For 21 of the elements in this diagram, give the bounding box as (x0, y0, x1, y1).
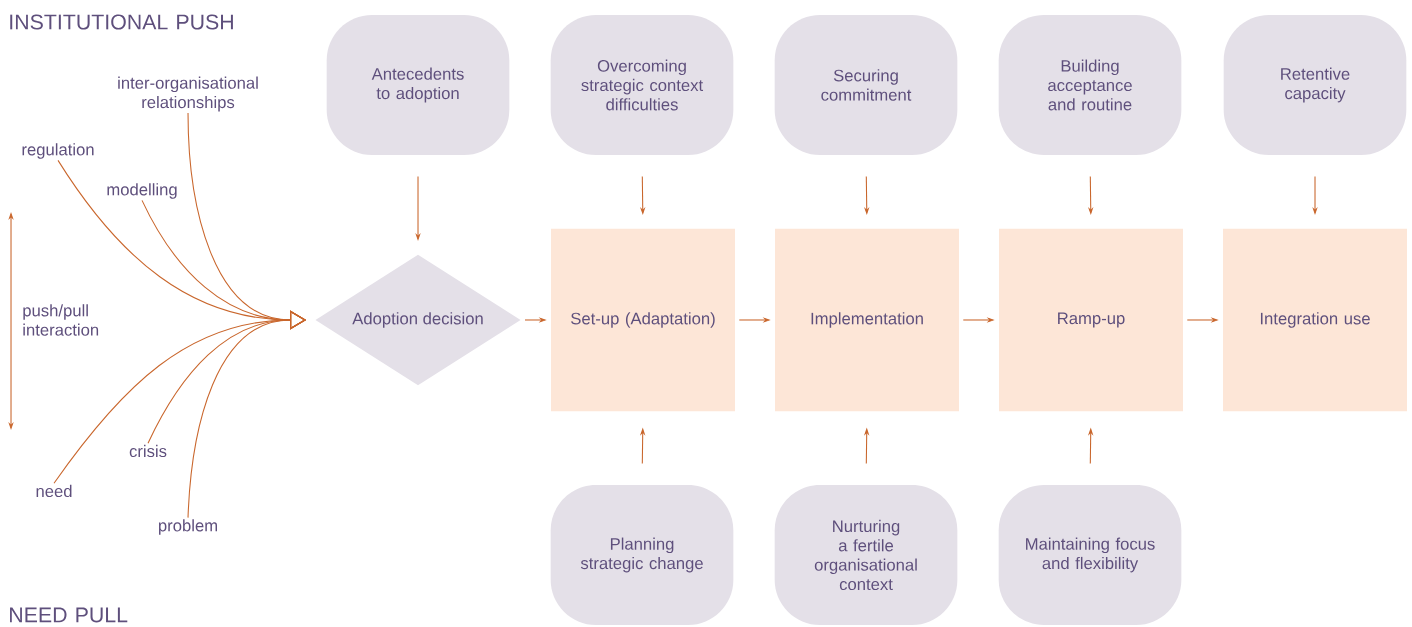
text-label: push/pull interaction (23, 304, 99, 336)
process-box: Implementation (775, 228, 959, 412)
text-label: crisis (129, 444, 167, 458)
rounded-box: Building acceptance and routine (998, 15, 1182, 155)
text-label: inter-organisational relationships (118, 76, 258, 112)
process-box: Set-up (Adaptation) (551, 228, 735, 412)
rounded-box: Maintaining focus and flexibility (998, 485, 1182, 625)
process-box: Integration use (1223, 228, 1407, 412)
rounded-box: Securing commitment (774, 15, 958, 155)
text-label: regulation (22, 143, 94, 159)
text-label: problem (158, 519, 217, 535)
rounded-box: Retentive capacity (1223, 15, 1407, 155)
text-label: need (36, 484, 72, 498)
process-box: Ramp-up (999, 228, 1183, 412)
text-label: modelling (107, 183, 177, 199)
text-label: INSTITUTIONAL PUSH (10, 14, 233, 30)
text-label: NEED PULL (10, 607, 128, 623)
rounded-box: Nurturing a fertile organisational context (774, 485, 958, 625)
rounded-box: Planning strategic change (550, 485, 734, 625)
rounded-box: Antecedents to adoption (326, 15, 510, 155)
rounded-box: Overcoming strategic context difficulties (550, 15, 734, 155)
